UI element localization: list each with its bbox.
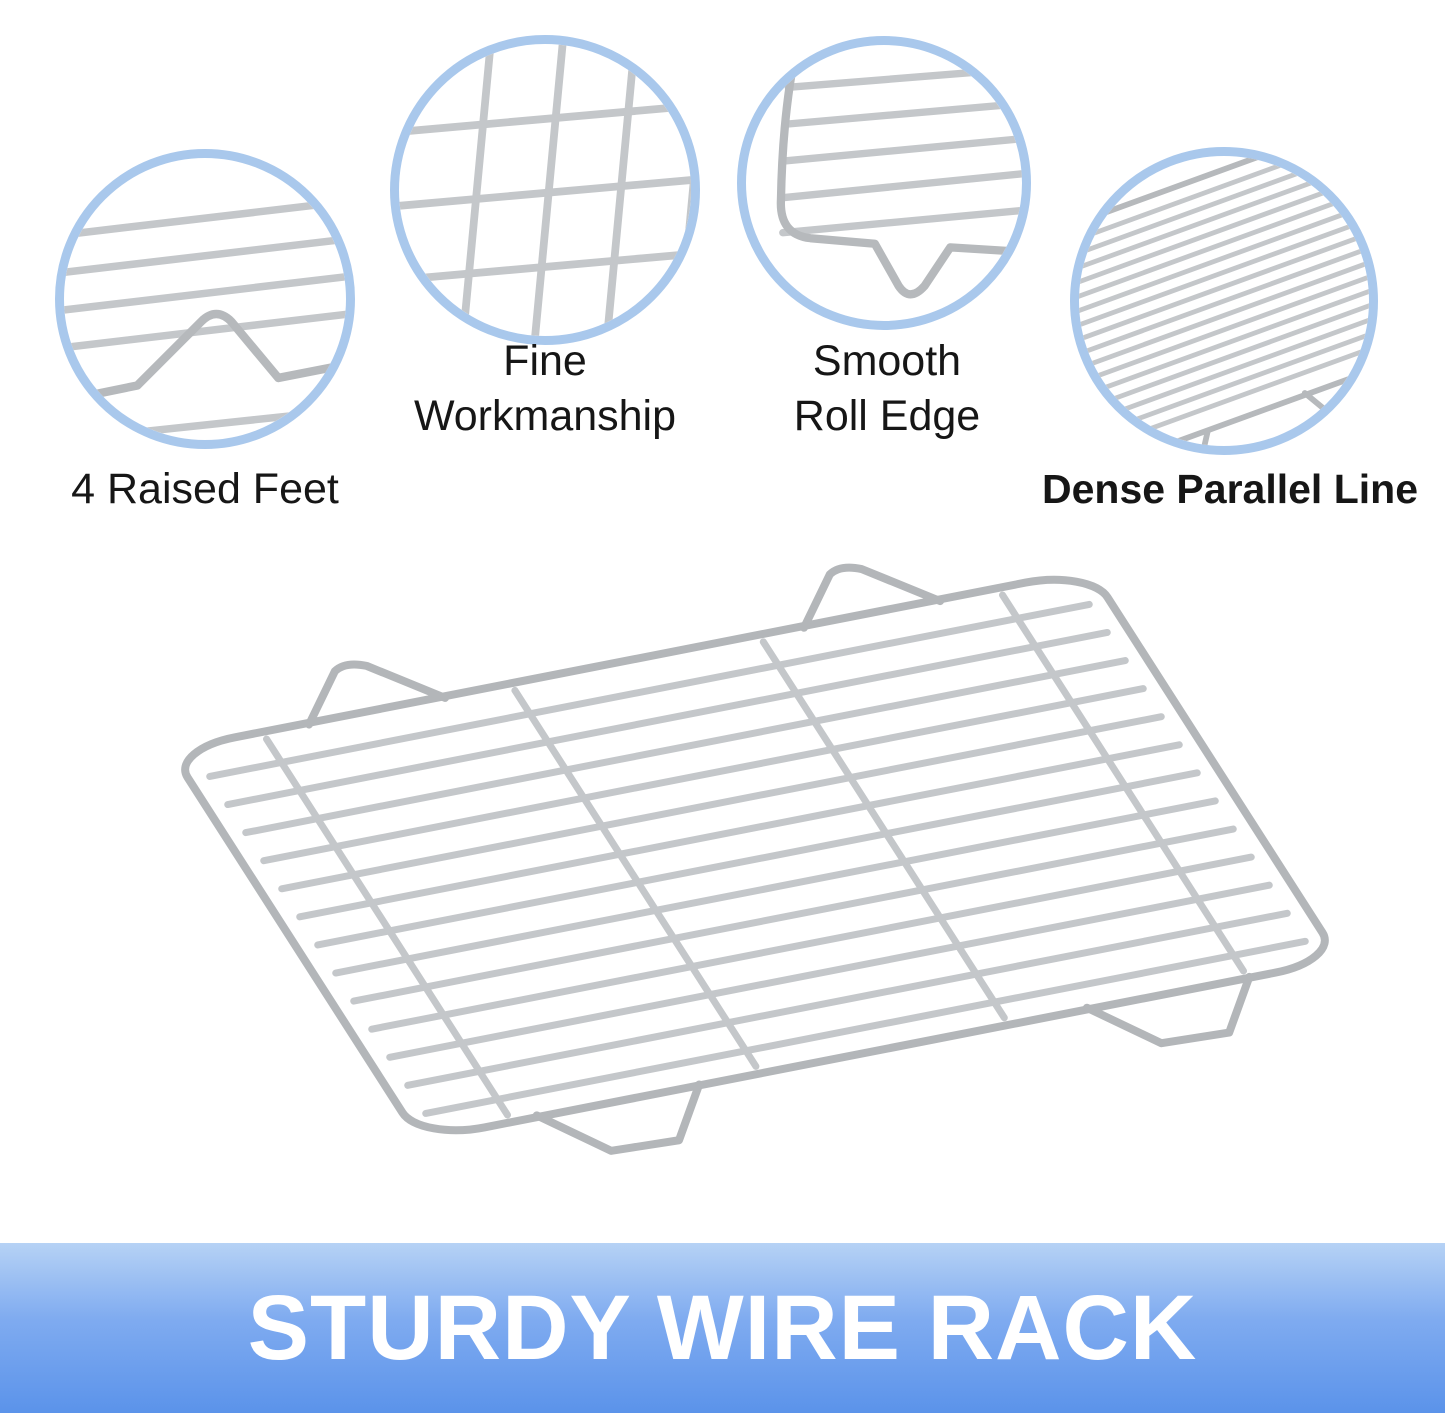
feature-label-line: Roll Edge	[793, 392, 981, 441]
banner: STURDY WIRE RACK	[0, 1243, 1445, 1413]
dense-lines-detail-icon	[1079, 156, 1369, 446]
feature-label-line: Dense Parallel Line	[1041, 466, 1418, 512]
feature-label-fine-workmanship: Fine Workmanship	[385, 334, 705, 444]
banner-title: STURDY WIRE RACK	[247, 1276, 1198, 1379]
feature-label-line: Workmanship	[413, 392, 677, 441]
feature-label-line: Fine	[503, 337, 587, 385]
feature-label-dense-parallel-line: Dense Parallel Line	[1030, 463, 1430, 515]
wire-rack-image	[0, 500, 1445, 1215]
smooth-roll-edge-detail-image	[737, 36, 1031, 330]
feature-label-smooth-roll-edge: Smooth Roll Edge	[727, 334, 1047, 444]
dense-parallel-line-detail-image	[1070, 147, 1378, 455]
feature-label-line: Smooth	[812, 337, 962, 385]
feature-label-line: 4 Raised Feet	[71, 465, 339, 513]
wire-rack-illustration	[0, 500, 1445, 1215]
raised-feet-detail-icon	[64, 197, 346, 440]
rolled-edge-detail-icon	[776, 45, 1022, 299]
feature-label-raised-feet: 4 Raised Feet	[25, 462, 385, 517]
weld-grid-detail-icon	[399, 44, 691, 336]
fine-workmanship-detail-image	[390, 35, 700, 345]
raised-feet-detail-image	[55, 149, 355, 449]
